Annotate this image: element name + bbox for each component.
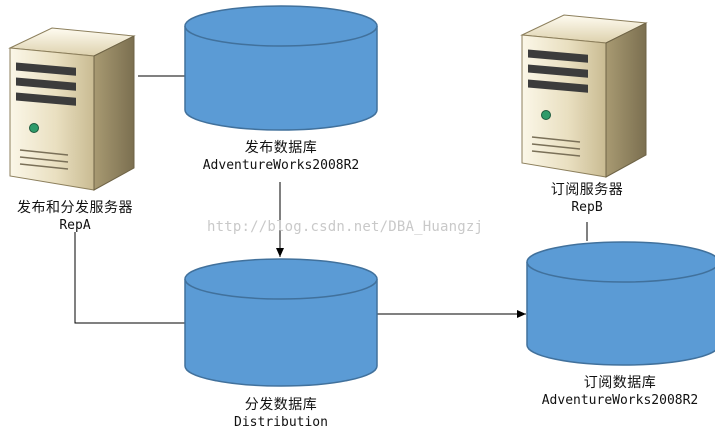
server-tower-icon	[8, 27, 136, 191]
server-drive-bay	[528, 64, 588, 78]
subscriber-db-label: 订阅数据库 AdventureWorks2008R2	[525, 375, 715, 409]
server-side-face	[93, 35, 135, 191]
publisher-db-name: AdventureWorks2008R2	[202, 158, 360, 173]
subscriber-db-name: AdventureWorks2008R2	[541, 393, 699, 408]
server-drive-bay	[528, 79, 588, 93]
publisher-db-label: 发布数据库 AdventureWorks2008R2	[181, 140, 381, 174]
publisher-db-top	[184, 5, 378, 47]
publisher-db-title: 发布数据库	[244, 140, 318, 156]
edge-repa-to-distribution-db	[74, 232, 185, 324]
server-drive-bay	[16, 92, 76, 106]
server-drive-bay	[16, 62, 76, 76]
server-a-label: 发布和分发服务器 RepA	[0, 200, 150, 234]
server-vent-lines	[531, 136, 581, 157]
server-a-name: RepA	[59, 218, 91, 233]
database-cylinder-icon	[184, 258, 378, 387]
server-vent-lines	[19, 149, 69, 170]
server-side-face	[605, 22, 647, 178]
distribution-db-title: 分发数据库	[244, 397, 318, 413]
distribution-db-body	[184, 279, 378, 387]
server-power-led	[541, 110, 551, 120]
distribution-db-name: Distribution	[234, 415, 328, 430]
server-tower-icon	[520, 14, 648, 178]
server-b-title: 订阅服务器	[550, 182, 624, 198]
database-cylinder-icon	[526, 241, 715, 366]
distribution-db-label: 分发数据库 Distribution	[191, 397, 371, 431]
subscriber-db-title: 订阅数据库	[583, 375, 657, 391]
server-drive-bay	[16, 77, 76, 91]
server-drive-bay	[528, 49, 588, 63]
server-a-title: 发布和分发服务器	[17, 200, 133, 216]
server-b-label: 订阅服务器 RepB	[527, 182, 647, 216]
subscriber-db-top	[526, 241, 715, 283]
watermark-text: http://blog.csdn.net/DBA_Huangzj	[207, 219, 484, 235]
server-power-led	[29, 123, 39, 133]
publisher-db-body	[184, 26, 378, 131]
server-b-name: RepB	[571, 200, 603, 215]
connections	[74, 75, 588, 324]
subscriber-db-body	[526, 262, 715, 366]
distribution-db-top	[184, 258, 378, 300]
database-cylinder-icon	[184, 5, 378, 131]
